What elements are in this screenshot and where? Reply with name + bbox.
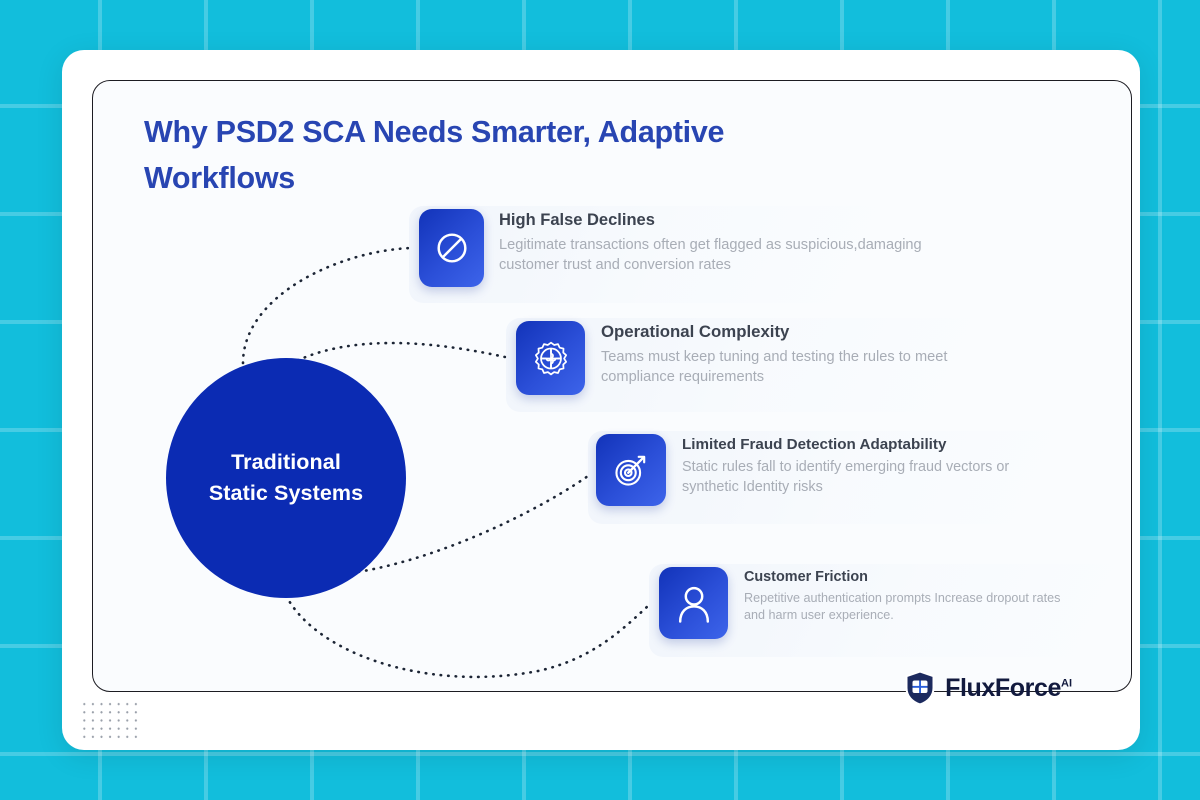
item-row-customer-friction[interactable]: Customer Friction Repetitive authenticat… — [659, 567, 1064, 639]
connector-line-1 — [241, 246, 413, 365]
hub-line-2: Static Systems — [208, 481, 364, 505]
logo-wordmark: FluxForceAI — [945, 674, 1072, 703]
item-description: Teams must keep tuning and testing the r… — [601, 348, 948, 386]
item-description: Static rules fall to identify emerging f… — [682, 459, 1010, 495]
item-row-high-false-declines[interactable]: High False Declines Legitimate transacti… — [419, 209, 944, 287]
item-description: Legitimate transactions often get flagge… — [499, 236, 922, 273]
item-card-background — [506, 318, 986, 412]
hub-line-1: Traditional — [231, 450, 341, 475]
item-text-block: High False Declines Legitimate transacti… — [499, 209, 944, 275]
item-description: Repetitive authentication prompts Increa… — [744, 591, 1061, 623]
user-icon — [659, 567, 728, 639]
main-card: Why PSD2 SCA Needs Smarter, Adaptive Wor… — [62, 50, 1140, 750]
target-arrow-icon — [596, 434, 666, 506]
item-row-limited-fraud-detection-adaptability[interactable]: Limited Fraud Detection Adaptability Sta… — [596, 434, 1012, 506]
dot-grid-decoration — [80, 700, 142, 742]
item-text-block: Operational Complexity Teams must keep t… — [601, 321, 1021, 387]
item-text-block: Limited Fraud Detection Adaptability Sta… — [682, 434, 1012, 498]
connector-line-4 — [281, 587, 651, 679]
item-card-background — [409, 206, 889, 303]
item-text-block: Customer Friction Repetitive authenticat… — [744, 567, 1064, 625]
shield-icon — [905, 670, 935, 706]
content-panel: Why PSD2 SCA Needs Smarter, Adaptive Wor… — [92, 80, 1132, 692]
item-title: Operational Complexity — [601, 322, 790, 341]
central-hub-label: Traditional Static Systems — [209, 447, 363, 508]
item-card-background — [588, 431, 1068, 524]
logo-name: FluxForce — [945, 673, 1061, 702]
item-title: Limited Fraud Detection Adaptability — [682, 436, 947, 453]
gear-puzzle-icon — [516, 321, 585, 395]
item-title: High False Declines — [499, 211, 655, 229]
prohibited-icon — [419, 209, 484, 287]
brand-logo: FluxForceAI — [904, 670, 1072, 706]
item-row-operational-complexity[interactable]: Operational Complexity Teams must keep t… — [516, 321, 1021, 395]
logo-superscript: AI — [1061, 677, 1072, 690]
item-title: Customer Friction — [744, 569, 868, 585]
item-card-background — [649, 564, 1129, 657]
central-hub: Traditional Static Systems — [166, 358, 406, 598]
page-title: Why PSD2 SCA Needs Smarter, Adaptive Wor… — [144, 115, 725, 196]
